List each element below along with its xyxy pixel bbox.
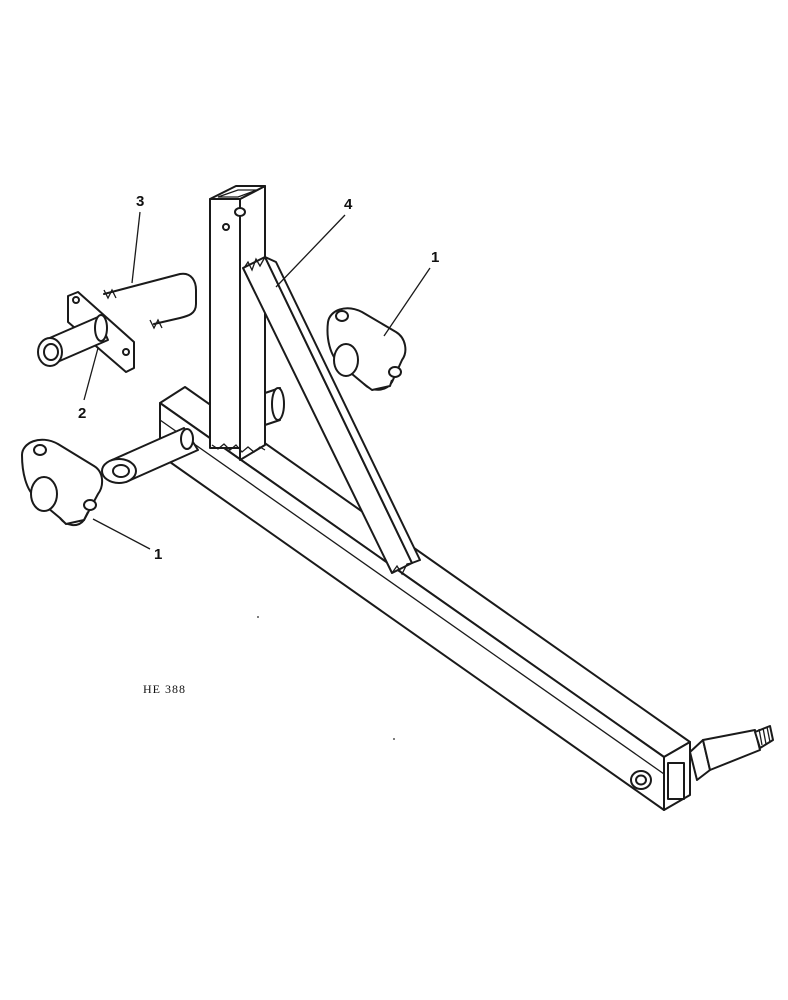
clamp-left (21, 438, 104, 526)
clamp-right (326, 307, 407, 391)
callout-4: 4 (344, 196, 353, 213)
callout-2: 2 (78, 405, 86, 422)
u-bolt (103, 272, 197, 330)
diagonal-brace (242, 256, 421, 576)
scan-speck (393, 738, 395, 740)
callout-1-left: 1 (154, 546, 162, 563)
leader-lines (83, 211, 431, 550)
vertical-post (209, 185, 266, 461)
main-beam (159, 386, 691, 811)
axle-stub (101, 427, 199, 484)
mount-plate (37, 291, 135, 373)
callout-3: 3 (136, 193, 144, 210)
post-pin (264, 387, 285, 426)
scan-speck (257, 616, 259, 618)
callout-1-right: 1 (431, 249, 439, 266)
figure-reference: HE 388 (143, 682, 186, 696)
spindle (689, 725, 774, 781)
